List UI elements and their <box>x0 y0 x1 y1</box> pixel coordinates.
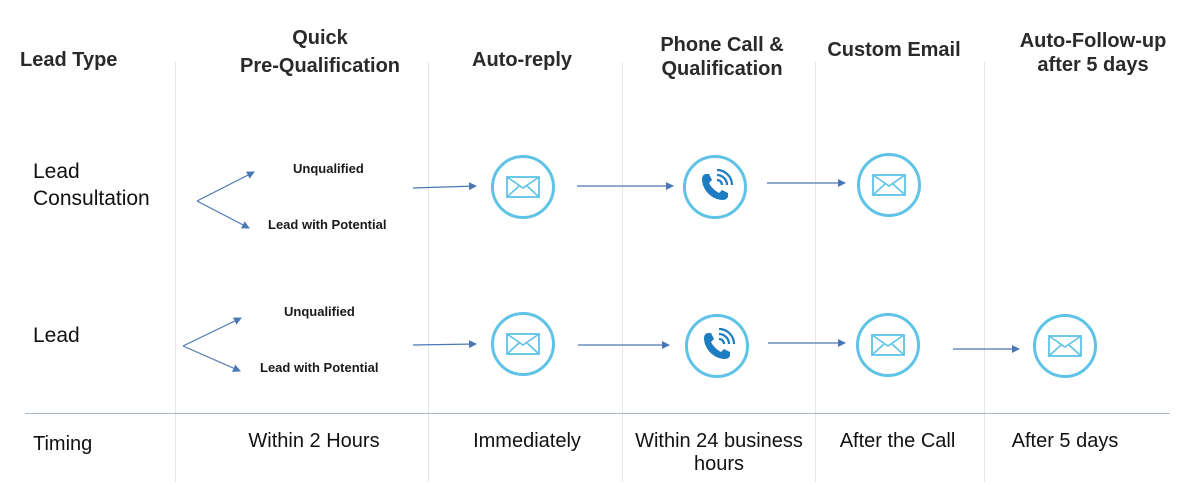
timing-pre-qualification: Within 2 Hours <box>248 430 380 452</box>
timing-auto-reply: Immediately <box>473 430 581 452</box>
timing-phone-call-line2: hours <box>693 453 745 475</box>
header-phone-call-line2: Qualification <box>661 58 783 80</box>
timing-phone-call: Within 24 business hours <box>622 430 816 476</box>
flow-arrow <box>412 182 477 191</box>
header-auto-follow-up: Auto-Follow-up after 5 days <box>1000 29 1186 77</box>
row-label-lead-consultation-line2: Consultation <box>33 187 150 210</box>
row-label-lead: Lead <box>33 324 80 347</box>
email-icon <box>491 155 555 219</box>
timing-auto-follow-up: After 5 days <box>1011 430 1119 452</box>
option-unqualified: Unqualified <box>293 161 364 176</box>
phone-icon <box>683 155 747 219</box>
branch-arrow-potential <box>196 200 250 229</box>
header-auto-reply: Auto-reply <box>472 49 572 71</box>
timing-custom-email: After the Call <box>839 430 956 452</box>
option-lead-with-potential: Lead with Potential <box>268 217 387 232</box>
phone-icon <box>685 314 749 378</box>
email-icon <box>857 153 921 217</box>
branch-arrow-unqualified <box>196 171 255 202</box>
email-icon <box>491 312 555 376</box>
option-lead-with-potential: Lead with Potential <box>260 360 379 375</box>
column-divider <box>815 62 816 482</box>
column-divider <box>984 62 985 482</box>
header-phone-call: Phone Call & Qualification <box>630 33 814 81</box>
row-label-lead-consultation-line1: Lead <box>33 160 80 183</box>
header-pre-qualification-line1: Quick <box>292 27 348 49</box>
header-lead-type: Lead Type <box>20 49 118 71</box>
flow-arrow <box>412 340 477 349</box>
header-phone-call-line1: Phone Call & <box>660 34 784 56</box>
row-label-lead-consultation: Lead Consultation <box>33 158 150 212</box>
column-divider <box>428 62 429 482</box>
timing-phone-call-line1: Within 24 business <box>635 430 803 452</box>
header-custom-email: Custom Email <box>827 39 961 61</box>
email-icon <box>1033 314 1097 378</box>
option-unqualified: Unqualified <box>284 304 355 319</box>
timing-label: Timing <box>33 433 93 455</box>
timing-divider <box>25 413 1170 414</box>
header-auto-follow-up-line1: Auto-Follow-up <box>1019 30 1167 52</box>
column-divider <box>622 62 623 482</box>
branch-arrow-unqualified <box>182 317 242 347</box>
branch-arrow-potential <box>182 345 241 372</box>
header-auto-follow-up-line2: after 5 days <box>1037 54 1149 76</box>
email-icon <box>856 313 920 377</box>
column-divider <box>175 62 176 482</box>
header-pre-qualification: Quick Pre-Qualification <box>220 26 420 78</box>
header-pre-qualification-line2: Pre-Qualification <box>239 55 401 77</box>
